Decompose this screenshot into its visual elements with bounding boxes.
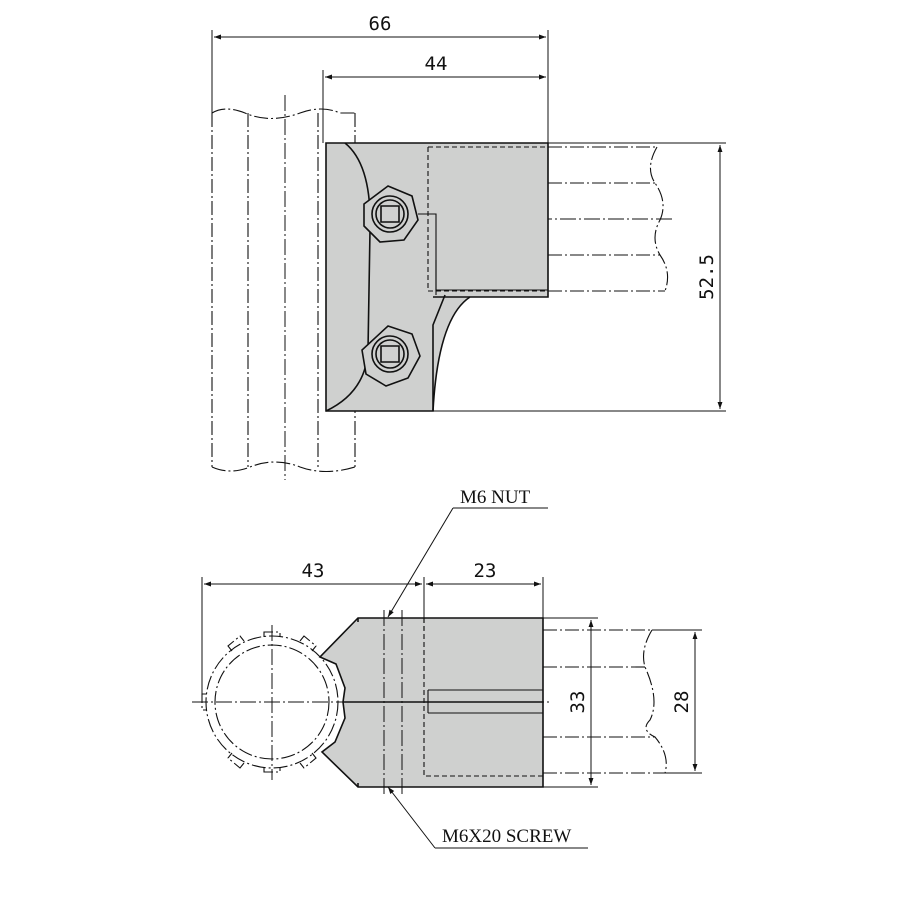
dimension-43: 43 bbox=[201, 560, 425, 702]
lower-nut bbox=[361, 325, 421, 387]
dimension-66: 66 bbox=[211, 13, 549, 143]
dimension-33: 33 bbox=[543, 617, 598, 788]
horizontal-pipe-phantom bbox=[440, 146, 672, 292]
dim-66-label: 66 bbox=[369, 13, 392, 35]
side-pipe-phantom bbox=[543, 629, 667, 774]
screw-label: M6X20 SCREW bbox=[442, 826, 571, 847]
dimension-52-5: 52.5 bbox=[433, 142, 726, 412]
nut-callout: M6 NUT bbox=[387, 487, 548, 618]
dimension-23: 23 bbox=[426, 560, 544, 618]
screw-callout: M6X20 SCREW bbox=[387, 786, 588, 849]
dim-52-5-label: 52.5 bbox=[696, 254, 718, 300]
top-view: 66 44 52.5 bbox=[211, 13, 726, 480]
dim-23-label: 23 bbox=[474, 560, 497, 582]
upper-nut bbox=[363, 185, 419, 243]
nut-label: M6 NUT bbox=[460, 487, 531, 508]
dim-28-label: 28 bbox=[671, 691, 693, 714]
clamp-body-top bbox=[325, 142, 549, 412]
dimension-28: 28 bbox=[652, 629, 702, 774]
dim-33-label: 33 bbox=[567, 691, 589, 714]
dim-43-label: 43 bbox=[302, 560, 325, 582]
dimension-44: 44 bbox=[322, 53, 546, 143]
clamp-body-bottom bbox=[318, 610, 544, 795]
bottom-view: 43 23 33 28 M6 NUT bbox=[192, 487, 702, 849]
dim-44-label: 44 bbox=[425, 53, 448, 75]
